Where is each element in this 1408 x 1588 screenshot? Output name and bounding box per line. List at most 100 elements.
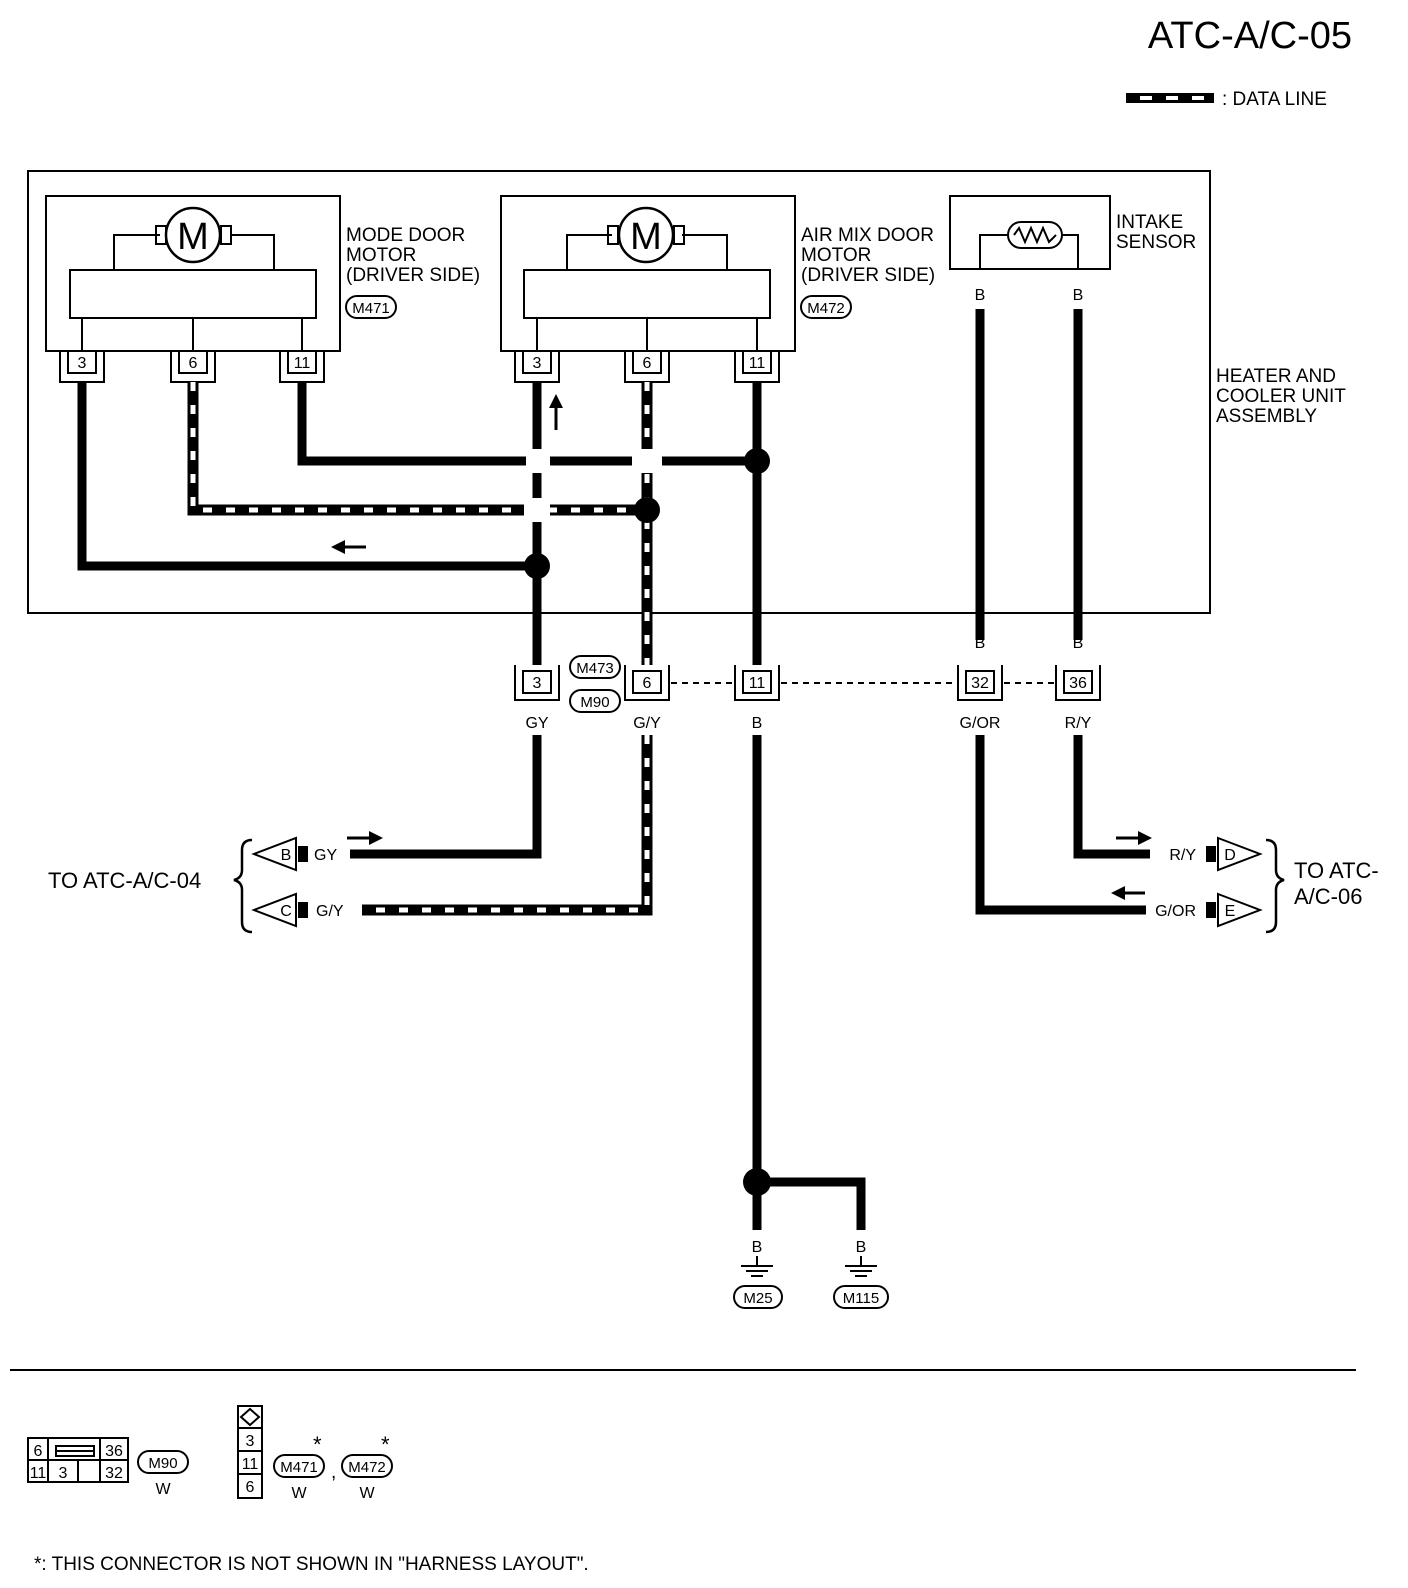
connector-id-badge: M115	[833, 1285, 889, 1309]
arrow-left-icon	[331, 540, 366, 554]
svg-text:M90: M90	[148, 1455, 177, 1472]
connector-pin: 11	[734, 350, 780, 383]
brace	[233, 838, 253, 934]
ground-icon	[845, 1256, 877, 1277]
arrow-right-icon	[1116, 831, 1152, 845]
svg-text:6: 6	[246, 1479, 255, 1496]
connector-pin: 6	[170, 350, 216, 383]
connector-id-badge: M472	[800, 295, 852, 319]
motor-icon	[617, 206, 675, 264]
wire-color-label: R/Y	[1169, 847, 1196, 864]
mode-door-motor-label-3: (DRIVER SIDE)	[346, 265, 480, 286]
connector-pin: 6	[624, 350, 670, 383]
motor-icon	[164, 206, 222, 264]
mode-door-motor-label-2: MOTOR	[346, 245, 416, 266]
connector-color: W	[359, 1485, 375, 1502]
separator: ,	[331, 1462, 336, 1483]
connector-pin: 3	[514, 350, 560, 383]
wire	[975, 735, 1146, 915]
heater-cooler-unit-box	[27, 170, 1211, 614]
wire-color-label: G/OR	[960, 715, 1001, 732]
wire-color-label: R/Y	[1065, 715, 1092, 732]
connector-pin: 11	[734, 665, 780, 701]
terminal-arrow-right: E	[1206, 892, 1263, 928]
terminal-letter: C	[280, 903, 292, 920]
data-line-wire	[187, 382, 647, 516]
connector-face-m471-m472: 3 11 6	[237, 1405, 263, 1499]
svg-text:11: 11	[30, 1465, 47, 1482]
wire-color-label: B	[975, 635, 986, 652]
star-marker: *	[381, 1432, 390, 1457]
intake-sensor	[949, 195, 1111, 270]
assembly-label-line-1: HEATER AND	[1216, 366, 1336, 387]
connector-pin: 6	[624, 665, 670, 701]
svg-text:3: 3	[246, 1433, 255, 1450]
svg-text:36: 36	[1069, 675, 1087, 692]
connector-pin: 3	[514, 665, 560, 701]
terminal-arrow-right: D	[1206, 836, 1263, 872]
connector-id-badge: M90	[137, 1450, 189, 1474]
data-line-wire	[362, 735, 653, 916]
air-mix-door-motor: M 3 6 11	[500, 195, 796, 383]
svg-text:M473: M473	[576, 660, 614, 677]
motor-symbol: M	[630, 216, 662, 258]
svg-text:M472: M472	[807, 300, 845, 317]
assembly-label-line-2: COOLER UNIT	[1216, 386, 1346, 407]
assembly-label-line-3: ASSEMBLY	[1216, 406, 1317, 427]
wire	[350, 735, 542, 859]
data-line-legend: : DATA LINE	[1126, 89, 1327, 110]
svg-text:M115: M115	[843, 1290, 879, 1307]
left-destination-label: TO ATC-A/C-04	[48, 868, 201, 893]
svg-text:6: 6	[643, 675, 652, 692]
svg-text:M472: M472	[348, 1459, 386, 1476]
wire-color-label: B	[752, 715, 763, 732]
connector-id-badge: M25	[733, 1285, 783, 1309]
svg-text:36: 36	[105, 1443, 123, 1460]
arrow-right-icon	[347, 831, 383, 845]
intake-sensor-label-2: SENSOR	[1116, 232, 1196, 253]
svg-text:3: 3	[533, 355, 542, 372]
intake-sensor-label-1: INTAKE	[1116, 212, 1183, 233]
terminal-arrow-left: C	[251, 892, 308, 928]
svg-text:6: 6	[643, 355, 652, 372]
right-destination-label-1: TO ATC-	[1294, 858, 1379, 883]
wire-color-label: G/Y	[316, 903, 344, 920]
star-marker: *	[313, 1432, 322, 1457]
wire-color-label: B	[1073, 287, 1084, 304]
svg-text:32: 32	[105, 1465, 123, 1482]
svg-text:M471: M471	[352, 300, 390, 317]
connector-pin: 36	[1055, 665, 1101, 701]
connector-pin: 3	[59, 350, 105, 383]
terminal-arrow-left: B	[251, 836, 308, 872]
ground-icon	[741, 1256, 773, 1277]
connector-id-badge: M471	[345, 295, 397, 319]
splice-dot	[744, 448, 770, 474]
wire	[1073, 735, 1150, 859]
terminal-letter: E	[1225, 903, 1236, 920]
svg-text:6: 6	[34, 1443, 43, 1460]
connector-id-badge: M472	[341, 1454, 393, 1478]
right-destination-label-2: A/C-06	[1294, 884, 1362, 909]
wire	[757, 1177, 866, 1230]
svg-text:11: 11	[242, 1456, 259, 1473]
page-title: ATC-A/C-05	[1148, 15, 1352, 57]
arrow-up-icon	[549, 394, 563, 430]
data-line-legend-label: : DATA LINE	[1222, 89, 1327, 110]
wire	[297, 382, 757, 466]
arrow-left-icon	[1111, 886, 1145, 900]
connector-id-badge: M90	[569, 689, 621, 713]
connector-pin: 11	[279, 350, 325, 383]
wire-color-label: B	[856, 1239, 867, 1256]
wire-color-label: GY	[525, 715, 548, 732]
splice-dot	[743, 1168, 771, 1196]
connector-color: W	[155, 1481, 171, 1498]
svg-text:M90: M90	[580, 694, 609, 711]
connector-color: W	[291, 1485, 307, 1502]
wire-color-label: B	[1073, 635, 1084, 652]
wire-color-label: GY	[314, 847, 337, 864]
wire-color-label: G/Y	[633, 715, 661, 732]
svg-text:3: 3	[78, 355, 87, 372]
wire	[77, 382, 537, 571]
footnote: *: THIS CONNECTOR IS NOT SHOWN IN "HARNE…	[34, 1554, 589, 1575]
